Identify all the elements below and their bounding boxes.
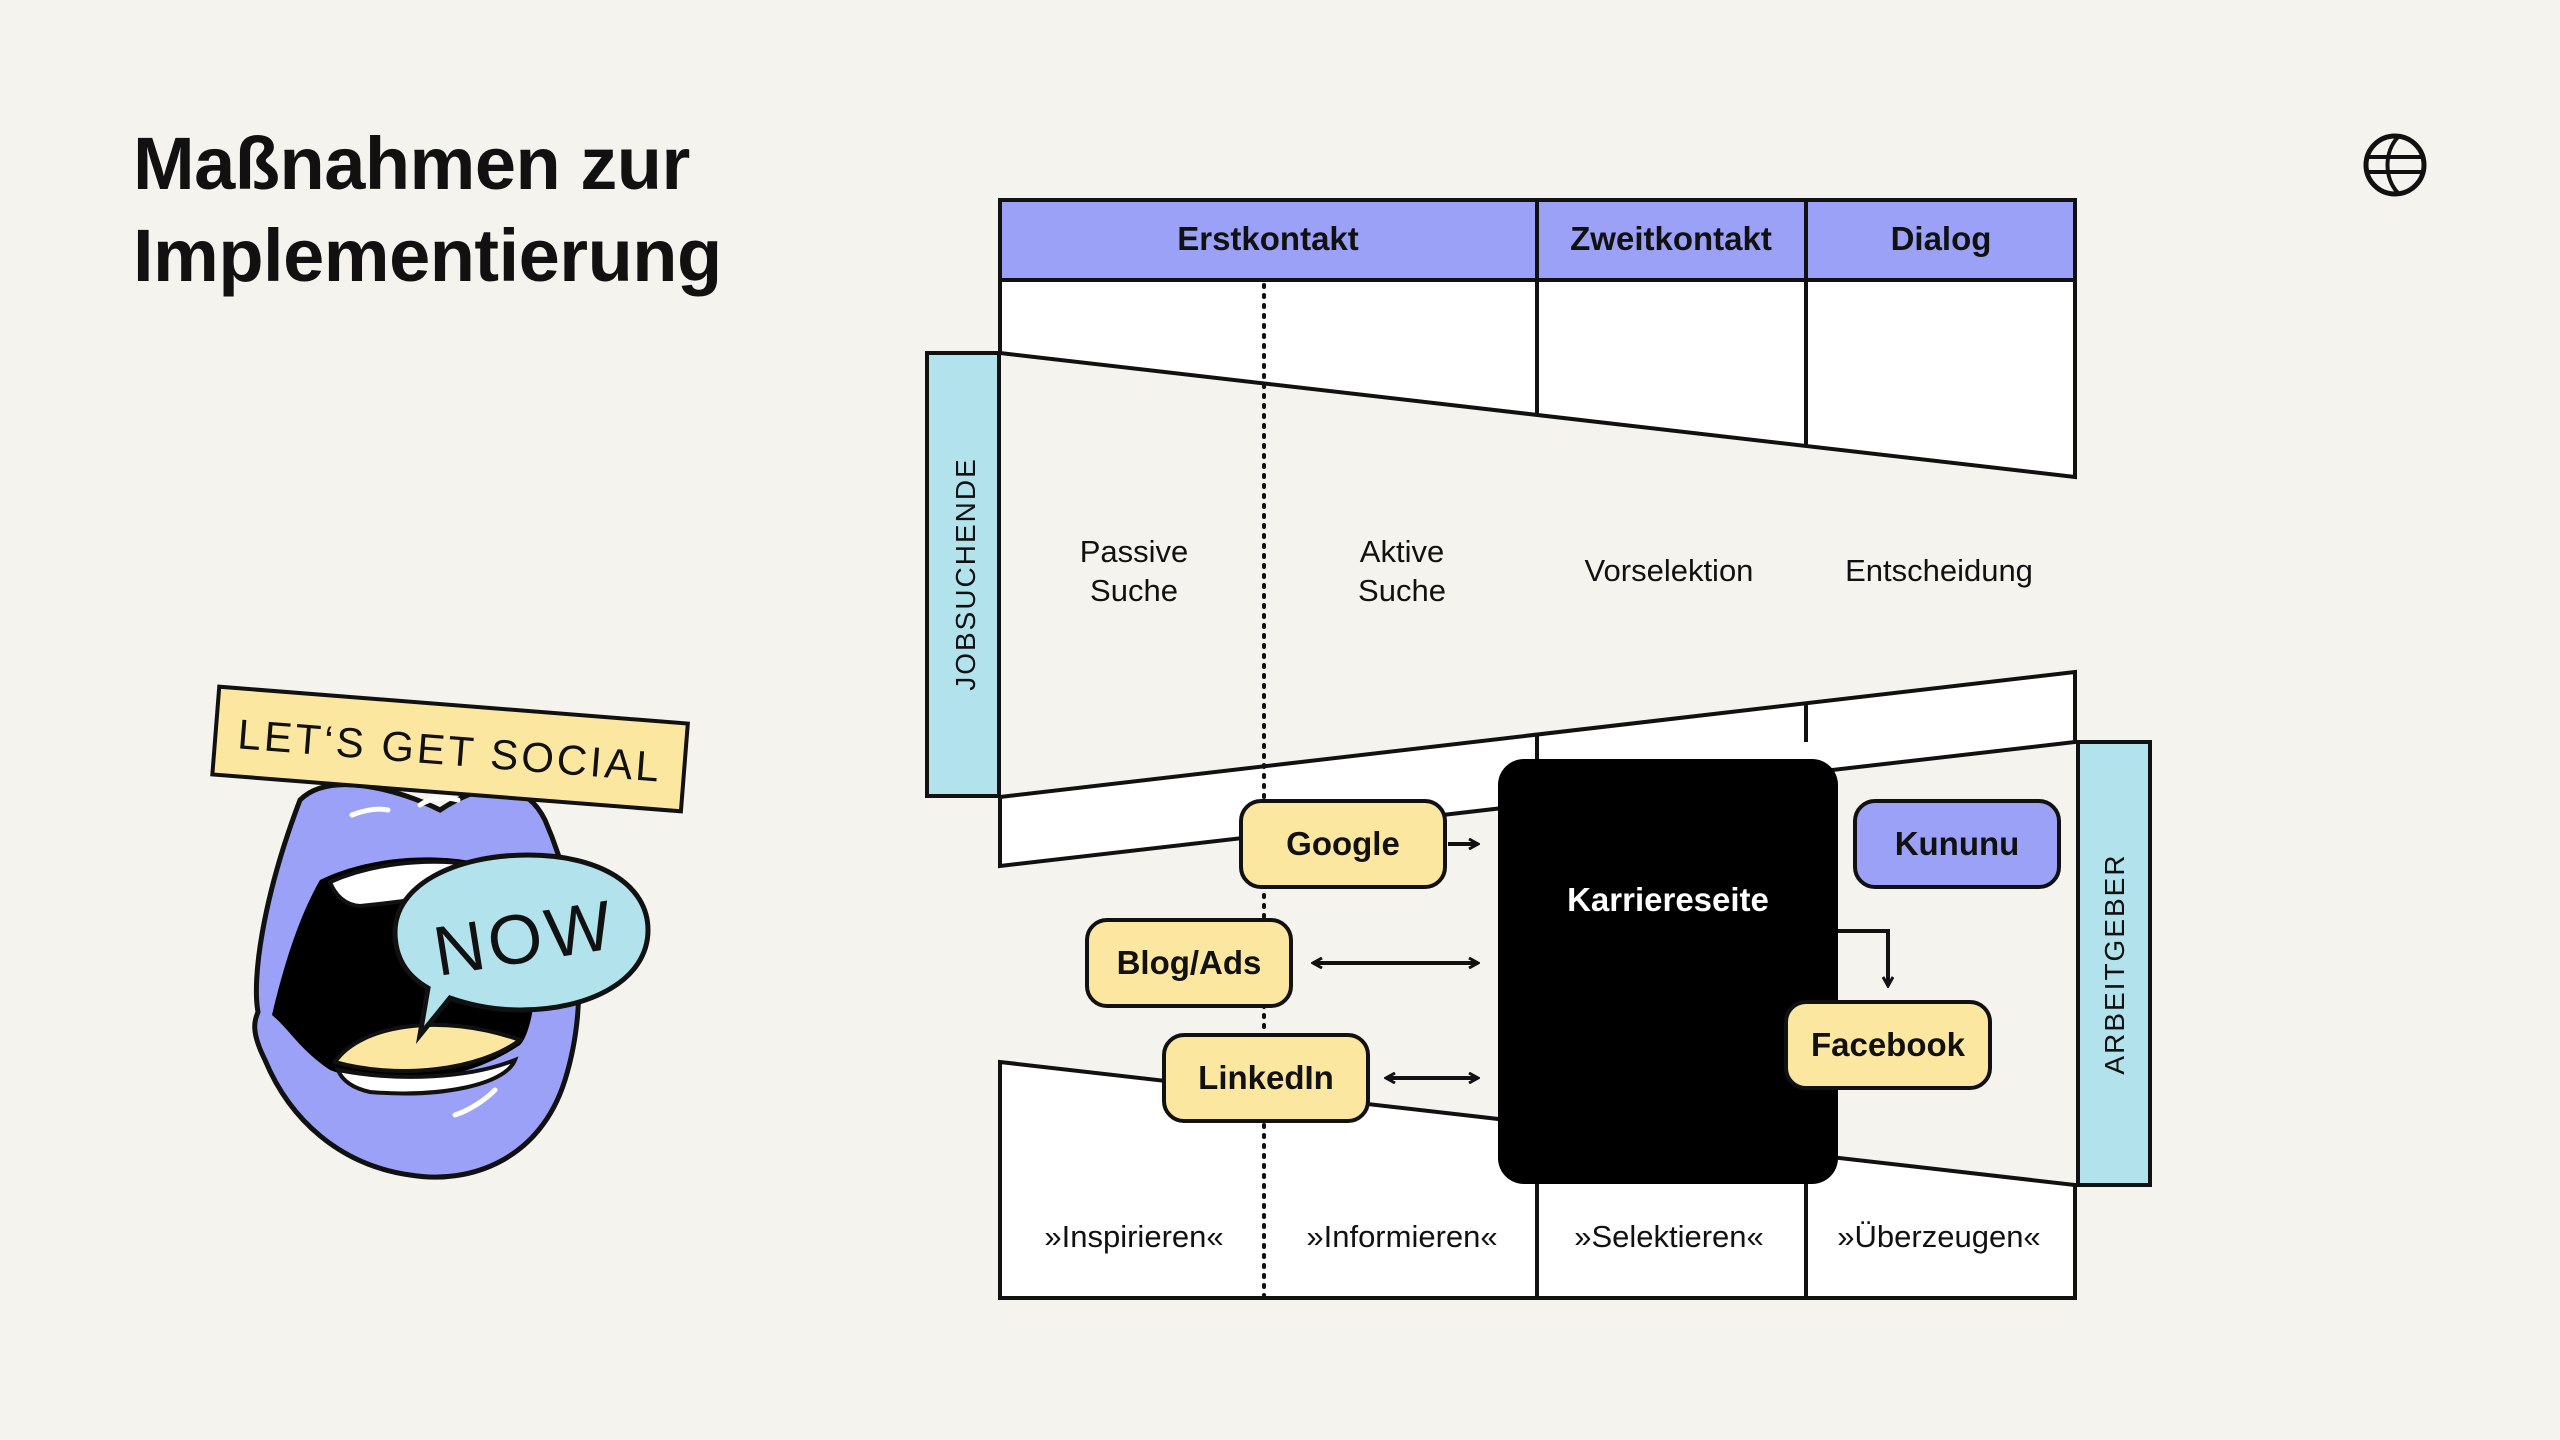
title-line-2: Implementierung <box>133 214 722 297</box>
google-box: Google <box>1239 799 1447 889</box>
bottom-selektieren: »Selektieren« <box>1574 1219 1764 1254</box>
page-title: Maßnahmen zur Implementierung <box>133 118 722 302</box>
phase-passive-line2: Suche <box>1090 573 1178 608</box>
phase-entscheidung: Entscheidung <box>1845 553 2033 588</box>
side-label-arbeitgeber: ARBEITGEBER <box>2076 740 2152 1187</box>
globe-icon <box>2363 133 2427 197</box>
facebook-box: Facebook <box>1784 1000 1992 1090</box>
header-bar: Erstkontakt Zweitkontakt Dialog <box>998 198 2077 282</box>
title-line-1: Maßnahmen zur <box>133 122 690 205</box>
arrows <box>1313 844 1888 1078</box>
blog-ads-label: Blog/Ads <box>1117 944 1262 981</box>
side-label-jobsuchende: JOBSUCHENDE <box>925 351 1001 798</box>
linkedin-label: LinkedIn <box>1198 1059 1334 1096</box>
blog-ads-box: Blog/Ads <box>1085 918 1293 1008</box>
header-erstkontakt: Erstkontakt <box>1177 220 1359 257</box>
svg-text:JOBSUCHENDE: JOBSUCHENDE <box>950 457 981 691</box>
career-page-label: Karriereseite <box>1567 881 1769 918</box>
social-banner: LET‘S GET SOCIAL <box>210 684 690 814</box>
facebook-label: Facebook <box>1811 1026 1966 1063</box>
career-page-box: Karriereseite <box>1498 759 1838 1184</box>
kununu-label: Kununu <box>1895 825 2020 862</box>
arrow-career-facebook <box>1838 929 1888 986</box>
bottom-informieren: »Informieren« <box>1306 1219 1497 1254</box>
phase-aktive-line2: Suche <box>1358 573 1446 608</box>
phase-aktive-line1: Aktive <box>1360 534 1444 569</box>
top-funnel-section <box>998 278 2077 480</box>
kununu-box: Kununu <box>1853 799 2061 889</box>
bottom-inspirieren: »Inspirieren« <box>1044 1219 1223 1254</box>
phase-vorselektion: Vorselektion <box>1585 553 1754 588</box>
google-label: Google <box>1286 825 1400 862</box>
linkedin-box: LinkedIn <box>1162 1033 1370 1123</box>
svg-text:ARBEITGEBER: ARBEITGEBER <box>2099 853 2130 1074</box>
bottom-ueberzeugen: »Überzeugen« <box>1837 1219 2040 1254</box>
phase-passive-line1: Passive <box>1080 534 1189 569</box>
header-zweitkontakt: Zweitkontakt <box>1570 220 1772 257</box>
header-dialog: Dialog <box>1891 220 1992 257</box>
now-speech-bubble: NOW <box>392 852 651 1044</box>
